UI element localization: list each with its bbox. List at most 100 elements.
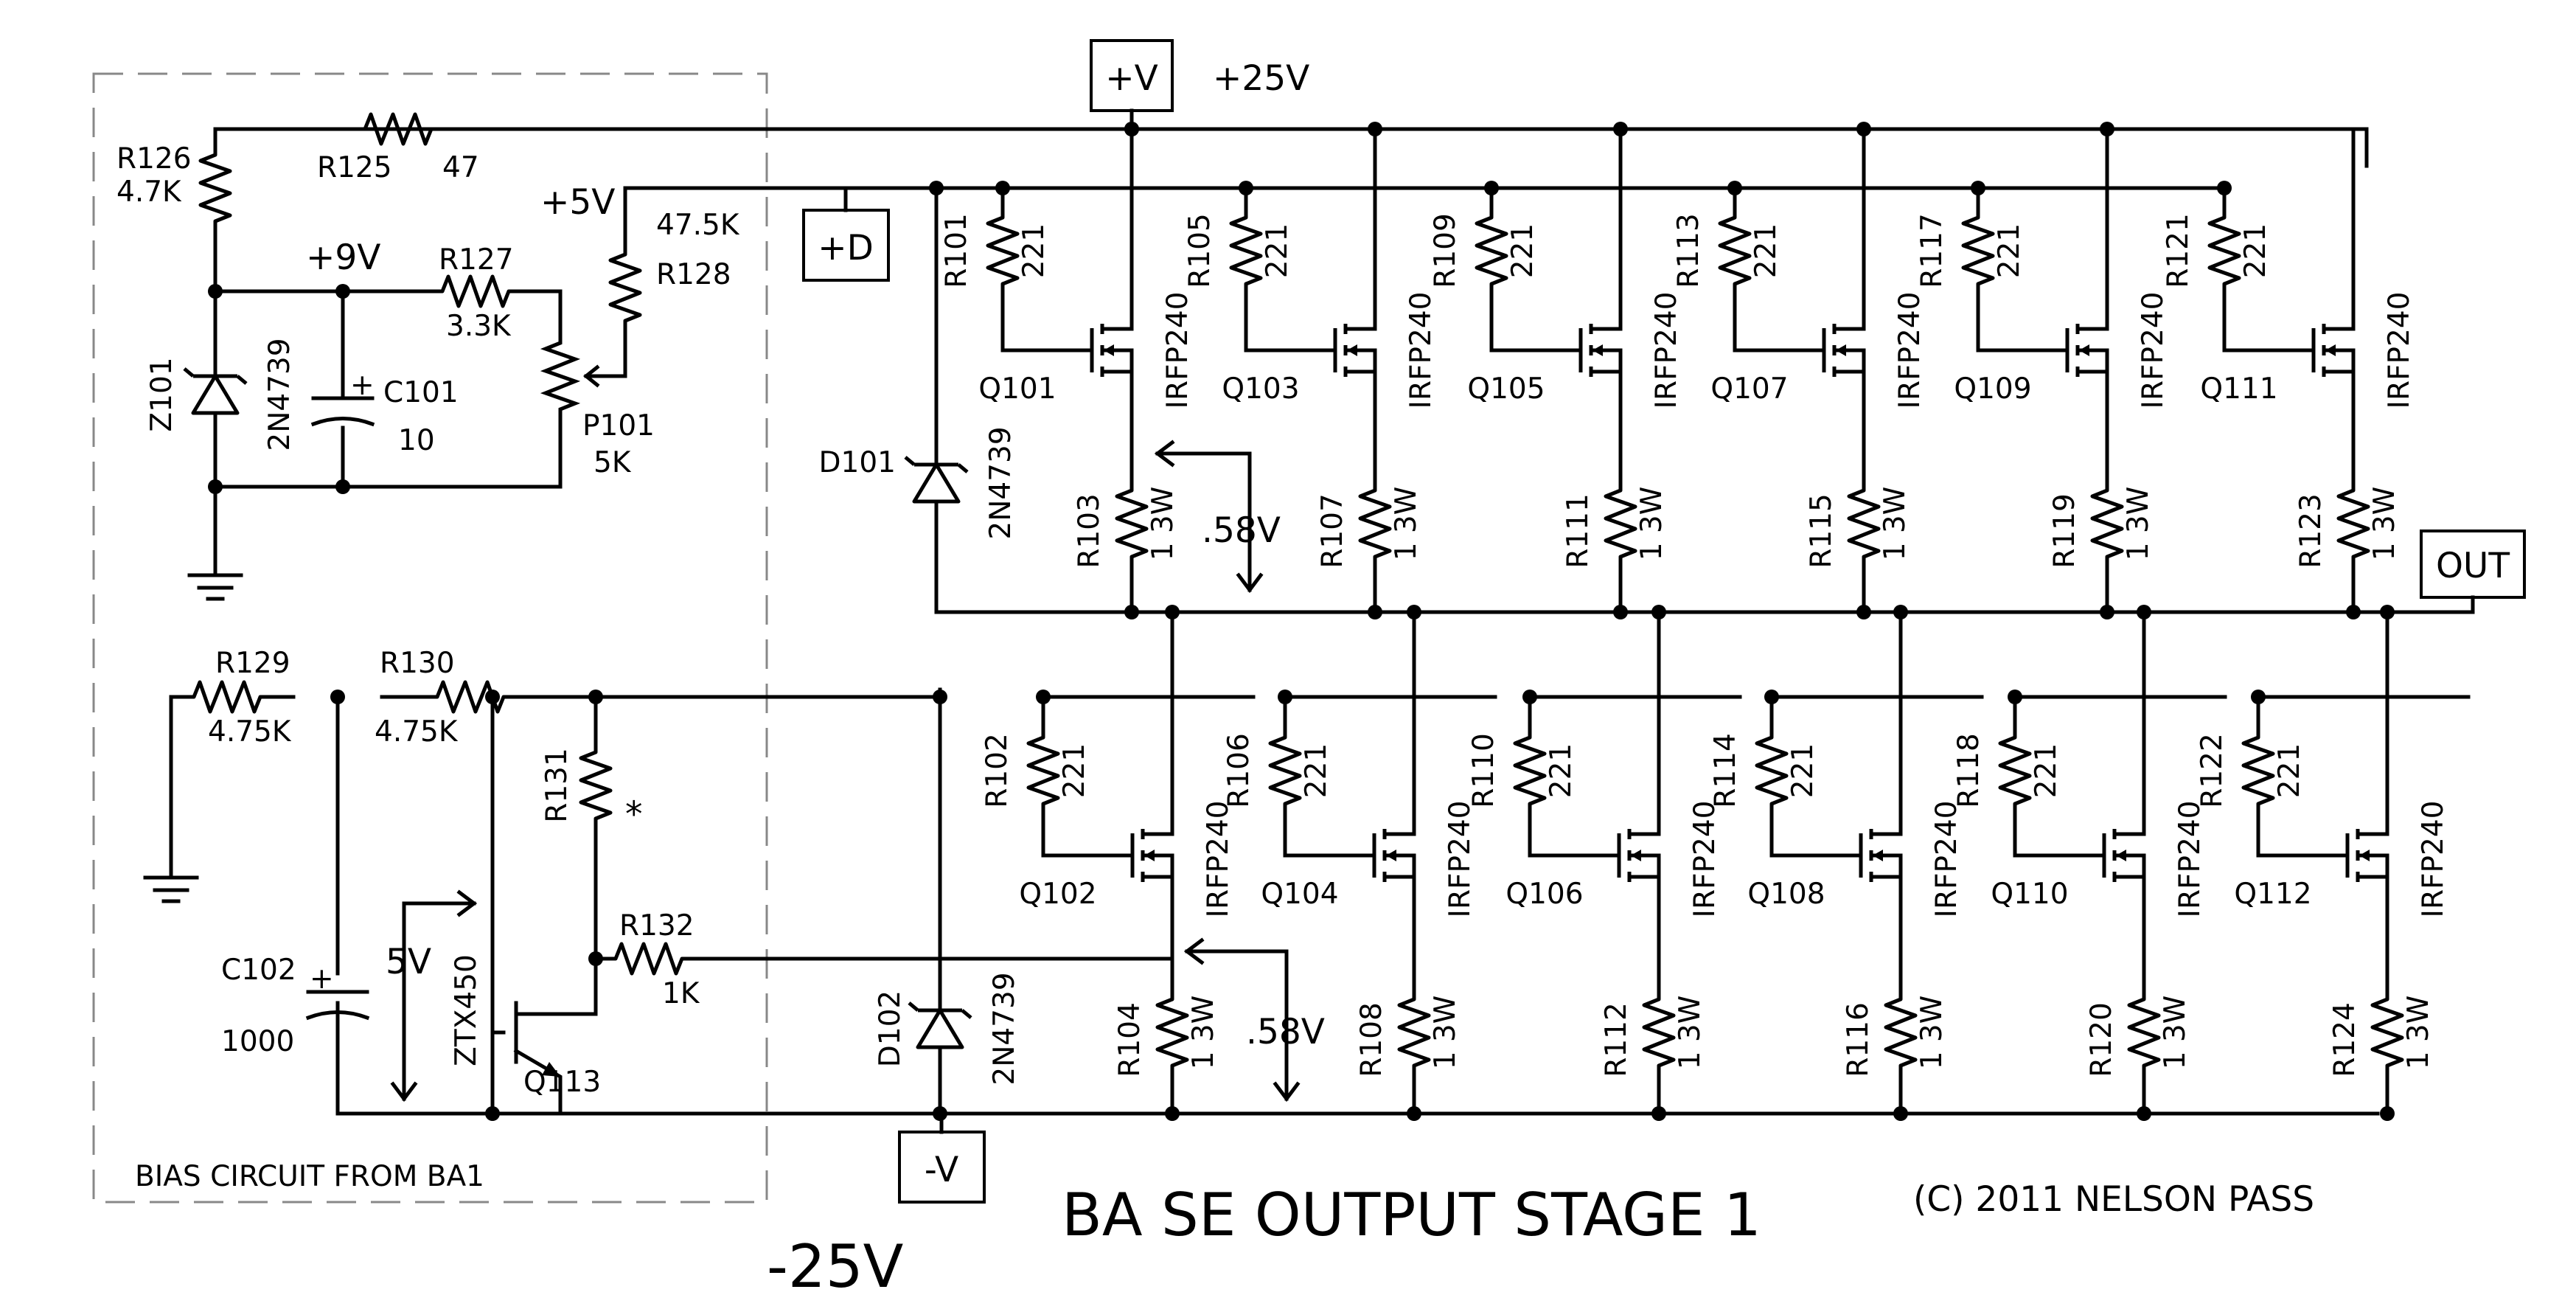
junction-dot <box>2346 605 2361 619</box>
stage-wire <box>1489 127 1623 614</box>
gate-resistor-value: 221 <box>1545 743 1578 798</box>
ground-top <box>187 573 243 601</box>
source-resistor-label: R116 <box>1842 1002 1875 1077</box>
negative-rail-label: -V <box>925 1150 958 1190</box>
negative-rail-wire <box>335 1111 2380 1134</box>
junction-dot <box>208 284 223 299</box>
junction-dot <box>1893 605 1908 619</box>
r125-label: R125 <box>317 151 392 184</box>
p101-value: 5K <box>593 446 632 479</box>
gate-resistor-symbol <box>2210 206 2239 295</box>
mosfet-value: IRFP240 <box>1650 292 1683 409</box>
gate-resistor-symbol <box>1720 206 1750 295</box>
junction-dot <box>1856 605 1871 619</box>
mosfet-label: Q111 <box>2200 372 2277 406</box>
source-resistor-symbol <box>1360 479 1390 568</box>
c102-value: 1000 <box>221 1025 294 1058</box>
z101-label: Z101 <box>145 357 178 431</box>
gate-resistor-value: 221 <box>1993 223 2026 278</box>
r128-label: R128 <box>656 258 731 291</box>
bias-circuit-boundary <box>92 72 768 1204</box>
source-resistor-label: R112 <box>1600 1002 1633 1077</box>
junction-dot <box>2380 1106 2395 1121</box>
ground-bottom <box>143 875 199 903</box>
source-resistor-symbol <box>1399 988 1429 1077</box>
gate-resistor-value: 221 <box>1750 223 1783 278</box>
gate-resistor-label: R109 <box>1429 213 1462 288</box>
mosfet-label: Q105 <box>1467 372 1545 406</box>
junction-dot <box>2137 605 2151 619</box>
junction-dot <box>1124 605 1139 619</box>
positive-rail-voltage: +25V <box>1213 58 1309 99</box>
junction-dot <box>1124 122 1139 136</box>
source-resistor-symbol <box>1849 479 1879 568</box>
junction-dot <box>1522 690 1537 704</box>
r126-resistor-symbol <box>201 144 230 232</box>
d101-label: D101 <box>819 446 896 479</box>
source-resistor-label: R119 <box>2048 493 2081 569</box>
schematic-title: BA SE OUTPUT STAGE 1 <box>1062 1181 1761 1249</box>
c102-polarity: + <box>310 962 334 996</box>
r130-value: 4.75K <box>375 715 459 749</box>
junction-dot <box>1165 1106 1180 1121</box>
z101-zener-symbol <box>184 350 246 439</box>
source-resistor-label: R115 <box>1805 493 1838 569</box>
c102-capacitor-symbol <box>305 990 370 1021</box>
source-resistor-label: R104 <box>1113 1002 1146 1077</box>
gate-resistor-label: R102 <box>981 733 1014 808</box>
junction-dot <box>330 690 345 704</box>
junction-dot <box>485 1106 500 1121</box>
junction-dot <box>1856 122 1871 136</box>
mosfet-value: IRFP240 <box>1404 292 1438 409</box>
gate-resistor-label: R105 <box>1183 213 1216 288</box>
gate-resistor-label: R101 <box>940 213 973 288</box>
gate-resistor-symbol <box>1477 206 1506 295</box>
mosfet-label: Q107 <box>1710 372 1788 406</box>
source-resistor-label: R108 <box>1355 1002 1388 1077</box>
source-resistor-value: 1 3W <box>1635 487 1668 561</box>
junction-dot <box>1651 1106 1666 1121</box>
source-resistor-symbol <box>1158 988 1187 1077</box>
source-resistor-value: 1 3W <box>2159 996 2192 1070</box>
q113-value: ZTX450 <box>450 954 483 1066</box>
p101-potentiometer-symbol <box>540 333 581 441</box>
r127-value: 3.3K <box>446 310 512 343</box>
source-resistor-label: R120 <box>2085 1002 2118 1077</box>
stage-wire <box>2222 127 2356 614</box>
stage-wire <box>1000 127 1134 614</box>
nine-volt-node-wire <box>213 289 563 489</box>
gate-resistor-symbol <box>1270 726 1300 815</box>
gate-resistor-value: 221 <box>1017 223 1051 278</box>
q113-emitter-arrow <box>542 1062 560 1077</box>
junction-dot <box>1971 181 1985 195</box>
mosfet-label: Q110 <box>1991 878 2068 911</box>
junction-dot <box>1368 605 1382 619</box>
mosfet-label: Q108 <box>1747 878 1825 911</box>
source-resistor-value: 1 3W <box>1187 996 1220 1070</box>
bias-bottom-arrowhead-left <box>1183 937 1205 965</box>
gate-resistor-value: 221 <box>1058 743 1091 798</box>
junction-dot <box>929 181 944 195</box>
bias-bottom-arrowhead-down <box>1273 1081 1301 1103</box>
gate-resistor-symbol <box>2000 726 2030 815</box>
junction-dot <box>1613 122 1628 136</box>
junction-dot <box>933 1106 947 1121</box>
output-label: OUT <box>2436 546 2510 586</box>
r129-resistor-symbol <box>183 682 271 712</box>
stage-wire <box>2013 610 2227 1116</box>
gate-resistor-value: 221 <box>1300 743 1333 798</box>
r131-resistor-symbol <box>581 741 610 830</box>
r132-value: 1K <box>662 977 700 1010</box>
source-resistor-label: R124 <box>2328 1002 2361 1077</box>
gate-resistor-value: 221 <box>2030 743 2063 798</box>
c102-label: C102 <box>221 954 296 987</box>
stage-wire <box>1244 127 1377 614</box>
mosfet-label: Q109 <box>1954 372 2031 406</box>
mosfet-value: IRFP240 <box>2383 292 2416 409</box>
junction-dot <box>1407 605 1421 619</box>
